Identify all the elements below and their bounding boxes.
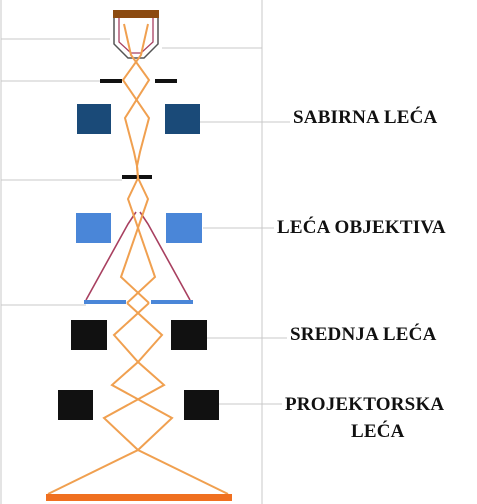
- intermediate-lens-right: [171, 320, 207, 350]
- projector-lens-label-line2: LEĆA: [351, 421, 405, 442]
- condenser-aperture-right: [155, 79, 177, 83]
- source-cap: [113, 10, 159, 18]
- electron-source: [113, 10, 159, 59]
- fluorescent-screen: [46, 494, 232, 501]
- projector-lens-label: PROJEKTORSKA LEĆA: [285, 391, 444, 445]
- objective-lens-left: [76, 213, 111, 243]
- guide-lines: [0, 0, 290, 504]
- source-housing-inner: [118, 18, 154, 54]
- beam-ray: [47, 302, 174, 495]
- condenser-lens-left: [77, 104, 111, 134]
- condenser-lens-right: [165, 104, 200, 134]
- stage-left: [84, 300, 126, 304]
- projector-lens-right: [184, 390, 219, 420]
- stage-right: [151, 300, 193, 304]
- condenser-aperture-left: [100, 79, 122, 83]
- projector-lens-label-line1: PROJEKTORSKA: [285, 394, 445, 415]
- source-housing-outer: [113, 18, 159, 59]
- projector-lens-left: [58, 390, 93, 420]
- beam-ray: [121, 23, 157, 304]
- objective-lens-right: [166, 213, 202, 243]
- specimen-stage: [84, 300, 193, 304]
- intermediate-lens-label: SREDNJA LEĆA: [290, 324, 437, 345]
- electron-beam: [47, 23, 229, 495]
- beam-ray: [119, 23, 151, 304]
- condenser-lens-label: SABIRNA LEĆA: [293, 107, 438, 128]
- lens-blocks: [58, 104, 219, 420]
- intermediate-lens-left: [71, 320, 107, 350]
- objective-lens-label: LEĆA OBJEKTIVA: [277, 217, 446, 238]
